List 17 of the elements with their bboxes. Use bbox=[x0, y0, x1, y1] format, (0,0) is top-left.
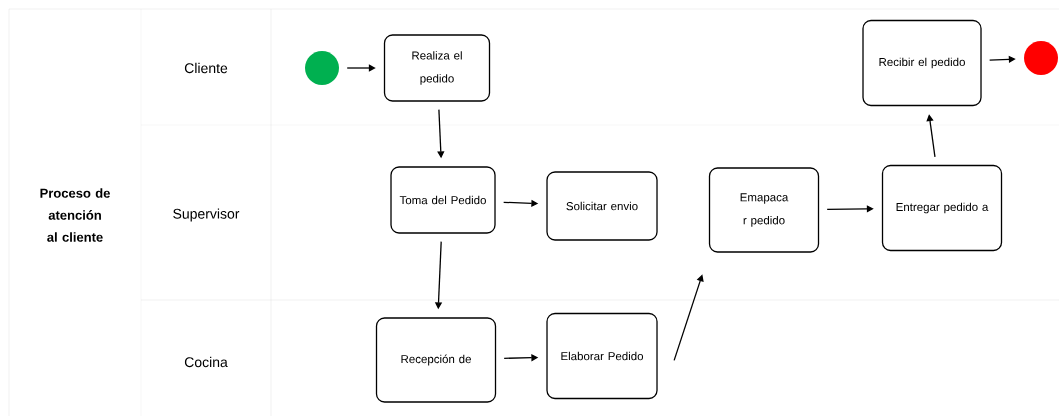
process-box: Emapaca r pedido bbox=[708, 167, 820, 253]
process-box: Recepción de bbox=[375, 317, 497, 403]
lane-label: Cocina bbox=[184, 356, 228, 368]
end-circle bbox=[1024, 41, 1058, 75]
process-box: Entregar pedido a bbox=[881, 164, 1003, 252]
pool-title: Proceso de atención al cliente bbox=[40, 188, 110, 242]
process-box: Realiza el pedido bbox=[383, 34, 491, 102]
arrow bbox=[826, 205, 874, 213]
start-circle bbox=[305, 51, 339, 85]
arrow bbox=[346, 64, 376, 72]
lane-label: Supervisor bbox=[173, 208, 240, 222]
lane-label: Cliente bbox=[184, 62, 228, 74]
process-box: Solicitar envio bbox=[546, 171, 658, 241]
process-box: Recibir el pedido bbox=[862, 19, 982, 107]
arrow bbox=[926, 114, 936, 158]
process-box: Elaborar Pedido bbox=[546, 312, 658, 400]
process-box: Toma del Pedido bbox=[390, 166, 496, 234]
